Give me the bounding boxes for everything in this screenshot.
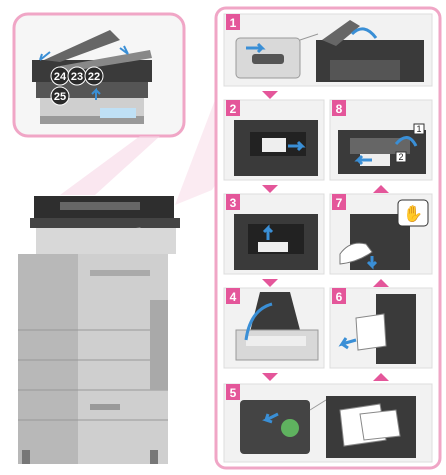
svg-text:25: 25 bbox=[54, 91, 66, 103]
step-4-lift-arrow-icon bbox=[244, 302, 273, 341]
inset-label-22: 22 bbox=[84, 66, 104, 86]
step-7-panel: 7 ✋ bbox=[329, 193, 433, 275]
step-1-arrow-icon bbox=[246, 42, 266, 54]
step-6-panel: 6 bbox=[329, 287, 433, 369]
hand-stop-icon: ✋ bbox=[403, 204, 423, 223]
step-7-arrow-icon bbox=[366, 256, 378, 270]
svg-text:1: 1 bbox=[416, 124, 421, 134]
step-1-panel: 1 bbox=[223, 13, 433, 87]
svg-text:8: 8 bbox=[336, 102, 343, 116]
svg-text:4: 4 bbox=[230, 290, 237, 304]
svg-text:7: 7 bbox=[336, 196, 343, 210]
step-8-arrow-icon bbox=[354, 154, 372, 166]
svg-text:2: 2 bbox=[398, 152, 403, 162]
inset-zoom: 24 23 22 25 bbox=[12, 12, 186, 138]
triangle-arrow-icon bbox=[373, 185, 389, 193]
inset-label-23: 23 bbox=[67, 66, 87, 86]
step-5-arrow-icon bbox=[262, 412, 279, 424]
inset-label-25: 25 bbox=[50, 86, 70, 106]
printer-illustration bbox=[18, 196, 180, 464]
triangle-arrow-icon bbox=[262, 279, 278, 287]
svg-text:2: 2 bbox=[230, 102, 237, 116]
svg-text:5: 5 bbox=[230, 386, 237, 400]
step-1-lift-arrow-icon bbox=[350, 27, 378, 39]
svg-text:3: 3 bbox=[230, 196, 237, 210]
inset-label-24: 24 bbox=[50, 66, 70, 86]
step-3-arrow-icon bbox=[262, 224, 274, 240]
triangle-arrow-icon bbox=[373, 373, 389, 381]
triangle-arrow-icon bbox=[373, 279, 389, 287]
green-knob-icon bbox=[281, 419, 299, 437]
step-2-panel: 2 bbox=[223, 99, 325, 181]
svg-text:22: 22 bbox=[88, 71, 100, 83]
step-8-lift-arrow-icon bbox=[394, 136, 418, 147]
svg-text:1: 1 bbox=[230, 16, 237, 30]
triangle-arrow-icon bbox=[262, 91, 278, 99]
step-6-arrow-icon bbox=[338, 337, 357, 350]
triangle-arrow-icon bbox=[262, 373, 278, 381]
inset-pointer bbox=[60, 136, 160, 195]
svg-text:24: 24 bbox=[54, 71, 67, 83]
step-4-panel: 4 bbox=[223, 287, 325, 369]
step-8-panel: 8 1 2 bbox=[329, 99, 433, 181]
step-5-panel: 5 bbox=[223, 383, 433, 463]
svg-text:6: 6 bbox=[336, 290, 343, 304]
step-2-arrow-icon bbox=[288, 140, 306, 152]
svg-text:23: 23 bbox=[71, 71, 83, 83]
triangle-arrow-icon bbox=[262, 185, 278, 193]
step-3-panel: 3 bbox=[223, 193, 325, 275]
